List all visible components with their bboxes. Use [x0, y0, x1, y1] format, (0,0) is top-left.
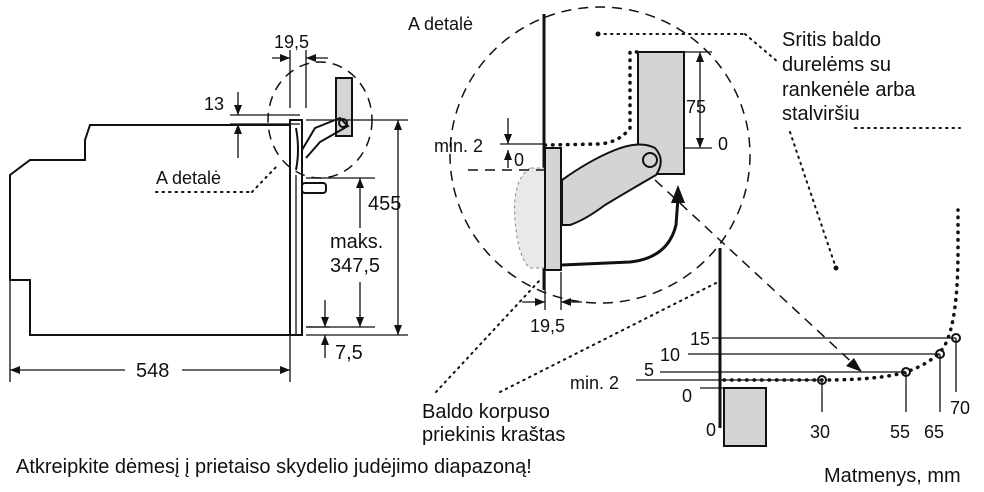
dim-bottom-gap: 7,5 [335, 342, 363, 364]
units-note: Matmenys, mm [824, 465, 961, 487]
detail-min-label: min. 2 [434, 136, 483, 156]
graph-motion-curve [722, 208, 960, 382]
graph-y-tick-0: 0 [682, 386, 692, 406]
graph-x-tick-70: 70 [950, 398, 970, 418]
graph-marker-70 [951, 333, 961, 343]
graph-y-tick-min2: min. 2 [570, 373, 619, 393]
hinge-pin [338, 118, 348, 128]
motion-arrow [671, 185, 685, 203]
graph-y-tick-10: 10 [660, 345, 680, 365]
area-leader-bottom [789, 131, 837, 269]
motion-path [561, 197, 680, 267]
dim-19-5-arrow-l [280, 54, 290, 62]
graph-x-tick-55: 55 [890, 422, 910, 442]
cabinet-edge-line-1: Baldo korpuso [422, 401, 550, 423]
detail-a-view: A detalė min. 2 0 75 [408, 6, 862, 372]
leader-cabinet-1 [435, 279, 541, 393]
cabinet-edge-line-2: priekinis kraštas [422, 424, 565, 446]
diagonal-arrow [846, 358, 862, 372]
dim-347-arrow-top [356, 178, 364, 188]
range-graph: 15 10 min. 2 5 0 0 30 55 65 70 [570, 208, 970, 447]
dim-13-arrow-top [234, 105, 242, 115]
dim-height-total: 455 [368, 193, 401, 215]
graph-x-tick-65: 65 [924, 422, 944, 442]
hinge-arm-detail [561, 143, 662, 226]
warning-note: Atkreipkite dėmesį į prietaiso skydelio … [16, 456, 532, 478]
dim-548-arrow-l [10, 366, 20, 374]
dim-455-arrow-top [394, 120, 402, 130]
panel-hinge-arm [301, 116, 350, 159]
graph-y-tick-15: 15 [690, 329, 710, 349]
detail-zero-label: 0 [514, 150, 524, 170]
dim-75-arrow-top [696, 52, 704, 62]
dim-7-5-arrow-top [321, 317, 329, 327]
detail-a-big-circle [449, 6, 751, 304]
area-dot-top [595, 31, 601, 37]
dim-top-width: 19,5 [274, 32, 309, 52]
dim-top-offset: 13 [204, 94, 224, 114]
clearance-boundary [543, 50, 642, 147]
dim-depth: 548 [136, 360, 169, 382]
graph-x-tick-30: 30 [810, 422, 830, 442]
dim-455-arrow-bottom [394, 325, 402, 335]
control-knob [301, 182, 327, 194]
leader-cabinet-2 [499, 281, 719, 393]
front-panel-detail [544, 147, 562, 271]
area-note-line-4: stalviršiu [782, 103, 860, 125]
knob-ghost [514, 167, 546, 269]
dim-347-arrow-bottom [356, 317, 364, 327]
detail-ref-leader-2 [251, 164, 279, 193]
graph-y-tick-5: 5 [644, 360, 654, 380]
area-note-line-3: rankenėle arba [782, 79, 916, 101]
graph-marker-55 [901, 367, 911, 377]
panel-motion-arc [295, 127, 299, 171]
dim-min2-arrow [504, 134, 512, 144]
dim-detail-19-arrow-r [561, 298, 571, 306]
hinge-pin-detail [642, 152, 658, 168]
dim-548-arrow-r [280, 366, 290, 374]
graph-panel-block [723, 387, 767, 447]
detail-bottom-label: 19,5 [530, 316, 565, 336]
area-note-line-2: durelėms su [782, 54, 891, 76]
appliance-side-view: 19,5 13 A detalė 455 maks. 347,5 [9, 32, 408, 382]
dim-min2-arrow-b [504, 150, 512, 160]
dim-detail-19-arrow-l [535, 298, 545, 306]
dim-7-5-arrow-bottom [321, 335, 329, 345]
dim-19-5-arrow-r [306, 54, 316, 62]
graph-x-tick-0: 0 [706, 420, 716, 440]
detail-a-title: A detalė [408, 14, 473, 34]
detail-75-label: 75 [686, 97, 706, 117]
dim-75-arrow-bottom [696, 138, 704, 148]
detail-zero-right-label: 0 [718, 134, 728, 154]
area-note-line-1: Sritis baldo [782, 29, 881, 51]
appliance-body [9, 124, 291, 336]
graph-marker-30 [817, 375, 827, 385]
dim-13-arrow-bottom [234, 124, 242, 134]
dim-max-label: maks. [330, 231, 383, 253]
area-note: Sritis baldo durelėms su rankenėle arba … [595, 29, 961, 271]
area-dot-bottom [833, 265, 839, 271]
dim-max-value: 347,5 [330, 255, 380, 277]
area-leader-top-2 [744, 33, 779, 63]
detail-a-reference: A detalė [156, 168, 221, 188]
diagonal-leader [654, 179, 859, 369]
